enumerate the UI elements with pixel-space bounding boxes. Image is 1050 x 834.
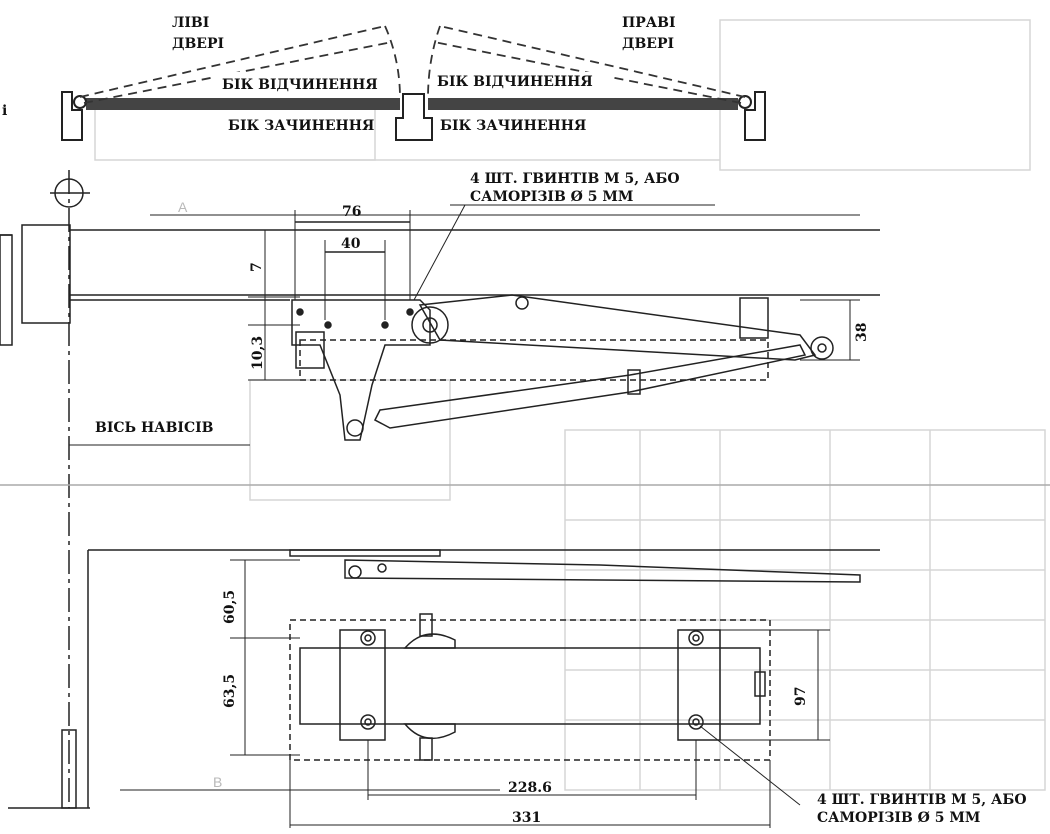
dim-38: 38: [854, 323, 870, 342]
left-door-title-line1: ЛІВІ: [172, 15, 209, 31]
side-elevation-view: [0, 170, 880, 808]
left-hinge-icon: [73, 95, 87, 109]
right-hinge-icon: [738, 95, 752, 109]
dim-40: 40: [341, 236, 361, 252]
dim-10-3: 10,3: [250, 336, 266, 370]
left-door-leaf: [86, 98, 400, 110]
left-closing-side-label: БІК ЗАЧИНЕННЯ: [228, 118, 374, 134]
bottom-screws-note-line2: САМОРІЗІВ Ø 5 ММ: [817, 810, 980, 826]
right-closing-side-label: БІК ЗАЧИНЕННЯ: [440, 118, 586, 134]
right-frame-icon: [744, 91, 766, 141]
left-opening-side-label: БІК ВІДЧИНЕННЯ: [222, 77, 378, 93]
dim-60-5: 60,5: [222, 590, 238, 624]
top-screws-note-line2: САМОРІЗІВ Ø 5 ММ: [470, 189, 633, 205]
dim-76: 76: [342, 204, 361, 220]
top-screws-note-line1: 4 ШТ. ГВИНТІВ М 5, АБО: [470, 171, 680, 187]
dim-97: 97: [793, 687, 809, 706]
right-opening-side-label: БІК ВІДЧИНЕННЯ: [437, 74, 593, 90]
letter-a-label: A: [178, 199, 188, 215]
dim-7: 7: [249, 262, 265, 272]
dim-228-6: 228.6: [508, 780, 552, 796]
letter-b-label: B: [213, 774, 222, 790]
dim-63-5: 63,5: [222, 674, 238, 708]
door-plan-view: [61, 25, 766, 141]
center-mullion-icon: [395, 93, 433, 141]
hinge-axis-label: ВІСЬ НАВІСІВ: [95, 420, 214, 436]
dim-331: 331: [512, 810, 541, 826]
right-door-title-line2: ДВЕРІ: [622, 36, 674, 52]
top-view-closer: [0, 484, 1050, 828]
right-door-title-line1: ПРАВІ: [622, 15, 676, 31]
edge-fragment-text: і: [2, 103, 7, 119]
left-frame-icon: [61, 91, 83, 141]
left-door-title-line2: ДВЕРІ: [172, 36, 224, 52]
bottom-screws-note-line1: 4 ШТ. ГВИНТІВ М 5, АБО: [817, 792, 1027, 808]
right-door-leaf: [428, 98, 738, 110]
